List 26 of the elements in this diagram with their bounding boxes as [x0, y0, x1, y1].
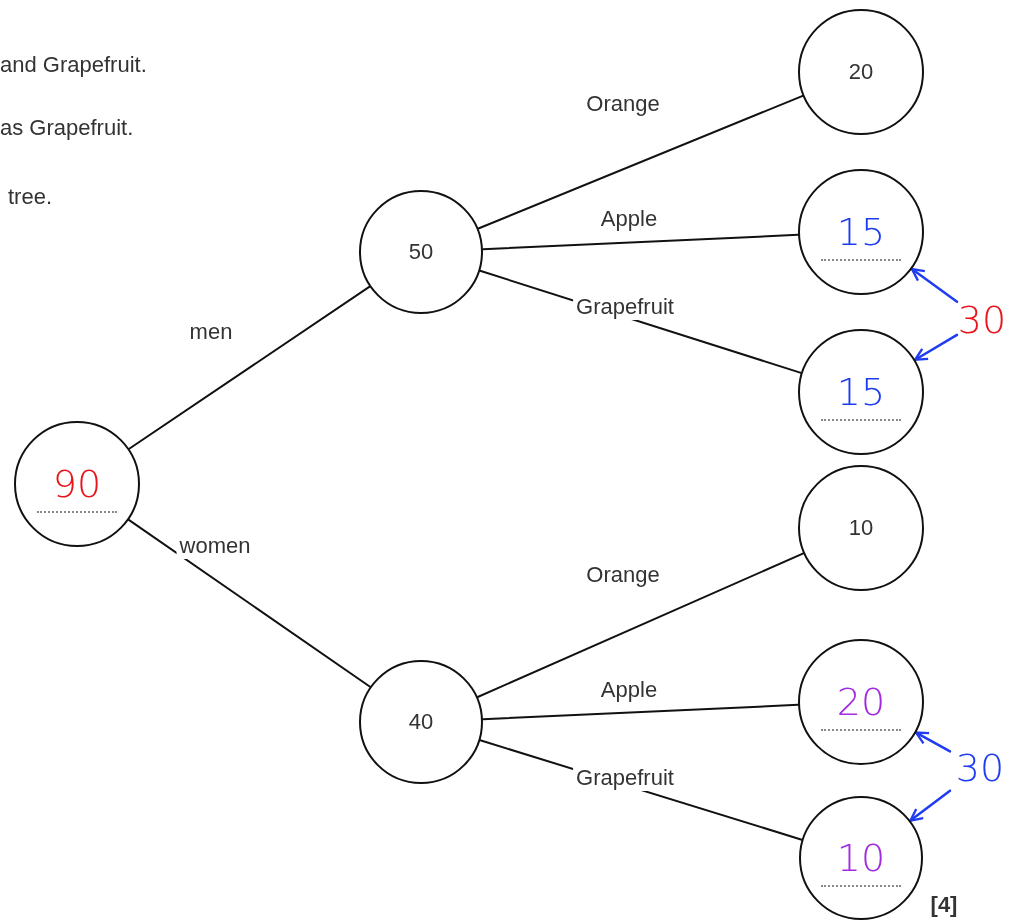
marks-label: [4] — [930, 892, 958, 918]
branch-line — [127, 518, 371, 688]
number: 10 — [848, 517, 874, 539]
arrow — [909, 789, 952, 822]
handwritten-number: 15 — [836, 213, 886, 251]
question-text: and Grapefruit. — [0, 52, 147, 78]
branch-line — [481, 233, 800, 251]
number: 40 — [408, 711, 434, 733]
branch-line — [481, 703, 800, 721]
question-text: tree. — [8, 184, 53, 210]
branch-line — [476, 552, 805, 698]
branch-line — [128, 285, 371, 450]
number: 50 — [408, 241, 434, 263]
number: 20 — [848, 61, 874, 83]
question-text: as Grapefruit. — [0, 115, 134, 141]
handwritten-number: 10 — [836, 839, 886, 877]
handwritten-number: 90 — [52, 465, 102, 503]
arrow — [913, 333, 959, 362]
branch-line — [477, 94, 804, 230]
edge-label: Grapefruit — [573, 765, 677, 791]
handwritten-number: 15 — [836, 373, 886, 411]
handwritten-number: 20 — [836, 683, 886, 721]
handwritten-number: 30 — [957, 301, 1007, 339]
arrow — [910, 267, 959, 304]
handwritten-number: 30 — [955, 749, 1005, 787]
arrow — [914, 731, 952, 753]
